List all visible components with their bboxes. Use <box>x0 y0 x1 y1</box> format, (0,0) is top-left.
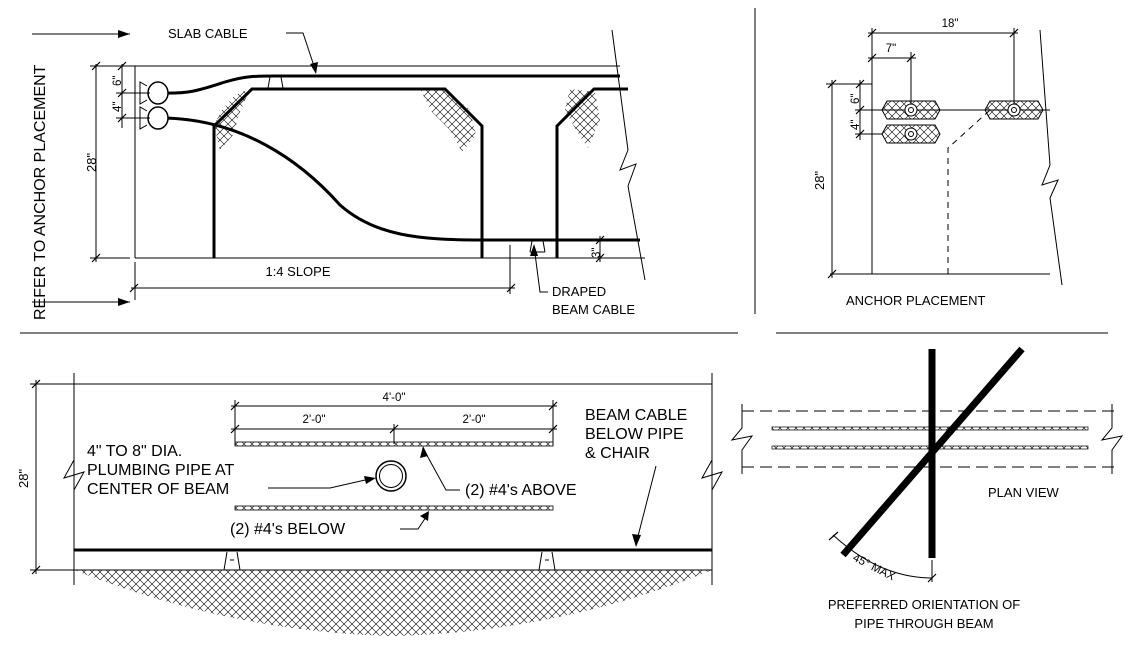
dim-4-label: 4" <box>112 102 124 112</box>
dim-4-anchor-label: 4" <box>850 120 862 130</box>
dim-6-label: 6" <box>112 76 124 86</box>
rebar-below-label: (2) #4's BELOW <box>230 521 346 538</box>
anchor-placement-detail: 18" 7" 6" 4" 28" ANCHOR PLACEMENT <box>812 18 1063 308</box>
dim-2-0-left-label: 2'-0" <box>303 414 326 426</box>
pipe-label-3: CENTER OF BEAM <box>87 481 229 498</box>
refer-anchor-label: REFER TO ANCHOR PLACEMENT <box>32 64 49 320</box>
anchor-lower-left <box>881 124 941 144</box>
dim-28-label: 28" <box>84 153 99 172</box>
dim-28-anchor-label: 28" <box>812 171 827 190</box>
angle-label: 45° MAX <box>851 552 897 584</box>
beam-cable-label-3: & CHAIR <box>585 445 650 462</box>
dim-18-label: 18" <box>942 18 959 30</box>
pipe-label-2: PLUMBING PIPE AT <box>87 462 235 479</box>
dim-3-label: 3" <box>591 248 603 258</box>
dim-7-label: 7" <box>886 43 896 55</box>
anchor-upper-right <box>984 100 1044 120</box>
pipe-label-1: 4" TO 8" DIA. <box>87 443 182 460</box>
dim-6-anchor-label: 6" <box>850 94 862 104</box>
pipe-through-beam-detail: 4'-0" 2'-0" 2'-0" 28" 4" TO 8" DIA. PLUM… <box>16 373 724 636</box>
draped-label-1: DRAPED <box>552 284 606 299</box>
plan-view-detail: 45° MAX PLAN VIEW PREFERRED ORIENTATION … <box>730 346 1124 631</box>
orientation-title-2: PIPE THROUGH BEAM <box>854 616 993 631</box>
beam-cable-label-2: BELOW PIPE <box>585 426 684 443</box>
plan-view-label: PLAN VIEW <box>988 485 1060 500</box>
anchor-placement-title: ANCHOR PLACEMENT <box>846 293 985 308</box>
orientation-title-1: PREFERRED ORIENTATION OF <box>828 597 1020 612</box>
beam-cable-label-1: BEAM CABLE <box>585 407 687 424</box>
anchor-upper-left <box>881 100 941 120</box>
beam-section-detail: REFER TO ANCHOR PLACEMENT SLAB CABLE <box>32 26 646 320</box>
draped-label-2: BEAM CABLE <box>552 302 635 317</box>
dim-28-beam-label: 28" <box>16 469 31 488</box>
slab-cable-label: SLAB CABLE <box>168 26 248 41</box>
dim-2-0-right-label: 2'-0" <box>463 414 486 426</box>
slope-label: 1:4 SLOPE <box>265 264 330 279</box>
dim-4-0-label: 4'-0" <box>383 392 406 404</box>
sheet-dividers <box>20 8 1108 334</box>
rebar-above-label: (2) #4's ABOVE <box>465 482 577 499</box>
